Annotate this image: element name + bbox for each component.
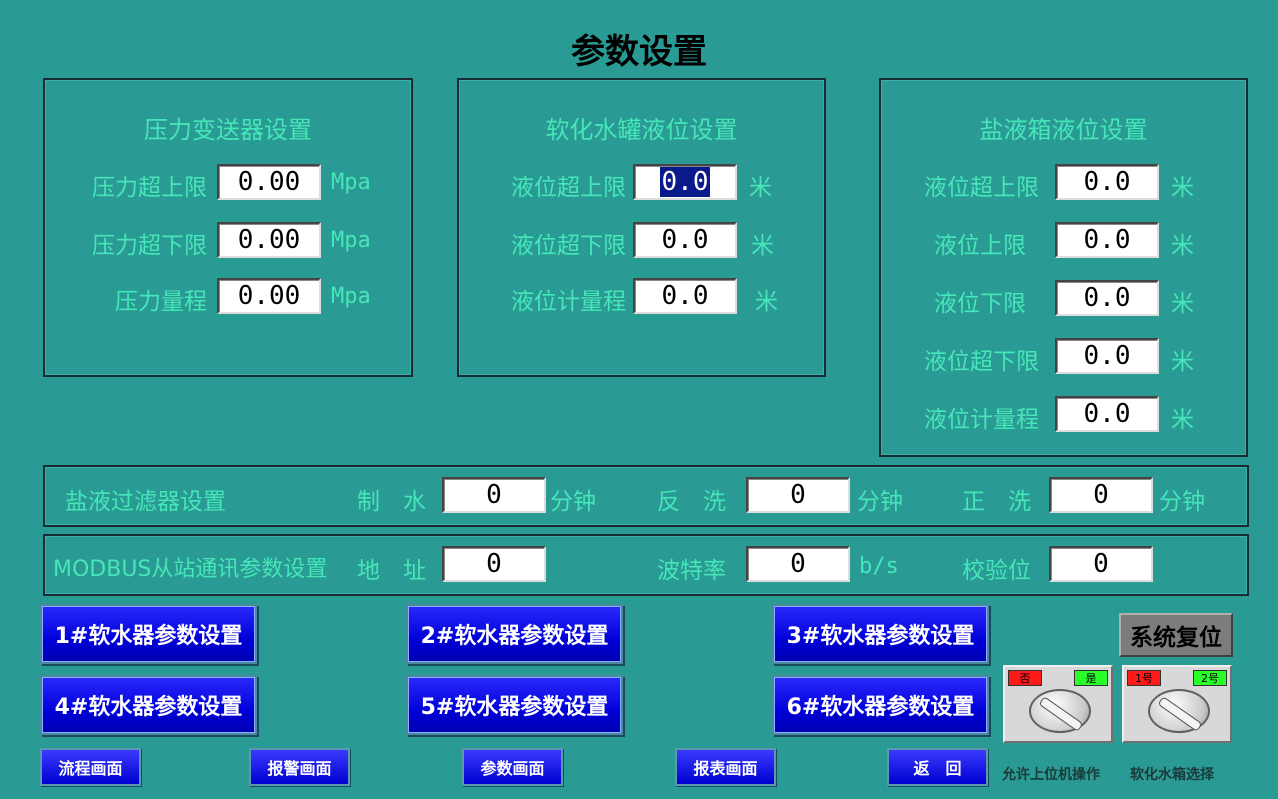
rotary-knob-icon (1029, 689, 1091, 733)
softener-3-button[interactable]: 3#软水器参数设置 (772, 604, 989, 664)
brine-range-unit: 米 (1171, 407, 1194, 433)
tank-high-input[interactable]: 0.0 (633, 164, 737, 200)
softener-1-button[interactable]: 1#软水器参数设置 (40, 604, 257, 664)
pressure-high-label: 压力超上限 (92, 175, 207, 201)
pressure-range-input[interactable]: 0.00 (217, 278, 321, 314)
tank-high-label: 液位超上限 (511, 175, 626, 201)
tank-panel-title: 软化水罐液位设置 (545, 116, 738, 144)
baud-input[interactable]: 0 (746, 546, 850, 582)
forward-wash-input[interactable]: 0 (1049, 477, 1153, 513)
tank-select-switch[interactable]: 1号 2号 (1122, 665, 1232, 743)
nav-back-button[interactable]: 返 回 (887, 748, 988, 786)
softener-6-button[interactable]: 6#软水器参数设置 (772, 675, 989, 735)
switch-tank2-tag: 2号 (1193, 670, 1227, 686)
brine-low-input[interactable]: 0.0 (1055, 280, 1159, 316)
brine-overlow-unit: 米 (1171, 349, 1194, 375)
softener-4-button[interactable]: 4#软水器参数设置 (40, 675, 257, 735)
parity-input[interactable]: 0 (1049, 546, 1153, 582)
brine-panel: 盐液箱液位设置 液位超上限 0.0 米 液位上限 0.0 米 液位下限 0.0 … (879, 78, 1248, 457)
brine-high-label: 液位上限 (934, 233, 1026, 259)
tank-select-caption: 软化水箱选择 (1130, 767, 1214, 783)
brine-overlow-input[interactable]: 0.0 (1055, 338, 1159, 374)
brine-overlow-label: 液位超下限 (924, 349, 1039, 375)
brine-range-label: 液位计量程 (924, 407, 1039, 433)
pressure-low-input[interactable]: 0.00 (217, 222, 321, 258)
pressure-range-unit: Mpa (331, 284, 371, 309)
pressure-low-label: 压力超下限 (92, 233, 207, 259)
modbus-title: MODBUS从站通讯参数设置 (53, 557, 328, 582)
rotary-knob-icon (1148, 689, 1210, 733)
make-water-label: 制 水 (357, 489, 426, 515)
brine-range-input[interactable]: 0.0 (1055, 396, 1159, 432)
tank-range-unit: 米 (755, 289, 778, 315)
make-water-input[interactable]: 0 (442, 477, 546, 513)
tank-high-value: 0.0 (659, 167, 711, 197)
tank-range-label: 液位计量程 (511, 289, 626, 315)
backwash-input[interactable]: 0 (746, 477, 850, 513)
baud-label: 波特率 (657, 558, 726, 584)
brine-high-unit: 米 (1171, 233, 1194, 259)
pressure-panel: 压力变送器设置 压力超上限 0.00 Mpa 压力超下限 0.00 Mpa 压力… (43, 78, 413, 377)
nav-process-button[interactable]: 流程画面 (40, 748, 141, 786)
switch-on-tag: 是 (1074, 670, 1108, 686)
pressure-high-unit: Mpa (331, 170, 371, 195)
modbus-panel: MODBUS从站通讯参数设置 地 址 0 波特率 0 b/s 校验位 0 (43, 534, 1249, 596)
nav-params-button[interactable]: 参数画面 (462, 748, 563, 786)
filter-title: 盐液过滤器设置 (65, 489, 226, 515)
forward-wash-label: 正 洗 (962, 489, 1031, 515)
tank-low-label: 液位超下限 (511, 233, 626, 259)
softener-2-button[interactable]: 2#软水器参数设置 (406, 604, 623, 664)
tank-range-input[interactable]: 0.0 (633, 278, 737, 314)
pressure-low-unit: Mpa (331, 228, 371, 253)
backwash-unit: 分钟 (857, 489, 903, 515)
brine-low-label: 液位下限 (934, 291, 1026, 317)
tank-low-unit: 米 (751, 233, 774, 259)
make-water-unit: 分钟 (550, 489, 596, 515)
brine-overhigh-unit: 米 (1171, 175, 1194, 201)
parity-label: 校验位 (962, 558, 1031, 584)
switch-tank1-tag: 1号 (1127, 670, 1161, 686)
baud-unit: b/s (859, 554, 899, 579)
brine-high-input[interactable]: 0.0 (1055, 222, 1159, 258)
page-title: 参数设置 (571, 32, 707, 72)
nav-alarm-button[interactable]: 报警画面 (249, 748, 350, 786)
system-reset-button[interactable]: 系统复位 (1119, 613, 1233, 657)
address-input[interactable]: 0 (442, 546, 546, 582)
softener-5-button[interactable]: 5#软水器参数设置 (406, 675, 623, 735)
backwash-label: 反 洗 (657, 489, 726, 515)
brine-panel-title: 盐液箱液位设置 (979, 116, 1148, 144)
pressure-panel-title: 压力变送器设置 (144, 116, 312, 144)
tank-panel: 软化水罐液位设置 液位超上限 0.0 米 液位超下限 0.0 米 液位计量程 0… (457, 78, 826, 377)
pressure-range-label: 压力量程 (115, 289, 207, 315)
upper-control-switch[interactable]: 否 是 (1003, 665, 1113, 743)
upper-control-caption: 允许上位机操作 (1002, 767, 1100, 783)
forward-wash-unit: 分钟 (1159, 489, 1205, 515)
brine-low-unit: 米 (1171, 291, 1194, 317)
nav-report-button[interactable]: 报表画面 (675, 748, 776, 786)
brine-overhigh-label: 液位超上限 (924, 175, 1039, 201)
switch-off-tag: 否 (1008, 670, 1042, 686)
tank-high-unit: 米 (749, 175, 772, 201)
filter-panel: 盐液过滤器设置 制 水 0 分钟 反 洗 0 分钟 正 洗 0 分钟 (43, 465, 1249, 527)
address-label: 地 址 (357, 558, 426, 584)
pressure-high-input[interactable]: 0.00 (217, 164, 321, 200)
tank-low-input[interactable]: 0.0 (633, 222, 737, 258)
brine-overhigh-input[interactable]: 0.0 (1055, 164, 1159, 200)
